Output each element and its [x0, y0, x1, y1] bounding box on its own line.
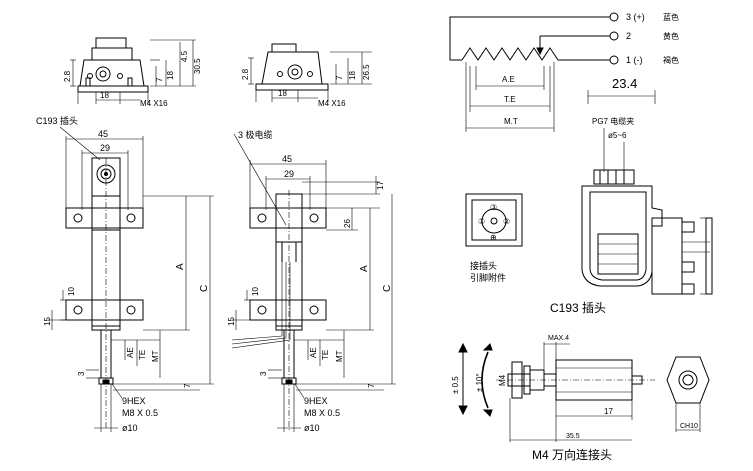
pin-2-num: 2: [626, 31, 631, 41]
socket-pin-1: ①: [478, 217, 485, 226]
mid-dim-7: 7: [367, 383, 376, 388]
mid-dim-10: 10: [251, 287, 260, 296]
top-left-dim-a: 7: [155, 77, 164, 82]
top-mid-dim-height: 2.8: [241, 68, 250, 80]
joint-caption: M4 万向连接头: [532, 447, 612, 462]
left-dim-45: 45: [98, 129, 108, 139]
left-dim-29: 29: [100, 143, 110, 153]
left-dim-15: 15: [43, 317, 52, 326]
pin-3-color: 蓝色: [663, 12, 679, 22]
circuit-dim-MT: M.T: [504, 117, 518, 126]
mid-dim-45: 45: [282, 154, 292, 164]
left-thread: M8 X 0.5: [122, 408, 158, 418]
left-dim-AE: AE: [126, 347, 135, 358]
left-dim-TE: TE: [138, 350, 147, 360]
mid-rod: ø10: [304, 423, 320, 433]
joint-len17: 17: [604, 407, 613, 416]
mid-dim-MT: MT: [335, 350, 344, 362]
plug-caption: C193 插头: [550, 301, 606, 315]
top-mid-view: 18 M4 X16 2.8 7 18 26.5: [241, 43, 372, 108]
mid-dim-26: 26: [343, 219, 352, 228]
left-dim-7: 7: [183, 383, 192, 388]
top-left-dim-b: 18: [166, 71, 175, 80]
mid-dim-29: 29: [284, 169, 294, 179]
pin-1-color: 褐色: [663, 55, 679, 65]
socket-pin-view: ① ② ③ ⊕ 接插头 引脚附件: [465, 193, 523, 283]
top-mid-dim-b: 18: [348, 71, 357, 80]
top-mid-screw: M4 X16: [318, 99, 346, 108]
plug-width: 23.4: [612, 76, 637, 91]
mid-cable-label: 3 极电缆: [238, 129, 273, 140]
left-dim-10: 10: [67, 287, 76, 296]
mid-hex: 9HEX: [304, 396, 328, 406]
socket-pin-ground: ⊕: [490, 233, 497, 242]
plug-detail: 23.4 PG7 电缆夹 ø5~6 C193 插头: [550, 76, 713, 315]
mid-dim-17: 17: [376, 181, 385, 190]
mid-dim-A: A: [359, 265, 370, 272]
pin-1-num: 1 (-): [626, 55, 643, 65]
mid-dim-C: C: [382, 285, 393, 292]
socket-label-1: 接插头: [470, 260, 497, 271]
wiring-schematic: 3 (+) 蓝色 2 黄色 1 (-) 褐色 A.E T.E M.T: [449, 12, 679, 132]
joint-rot-a: ± 0.5: [451, 376, 460, 394]
plug-gland: PG7 电缆夹: [592, 116, 634, 126]
socket-pin-2: ②: [503, 217, 510, 226]
left-dim-3: 3: [77, 371, 86, 376]
circuit-dim-AE: A.E: [502, 75, 515, 84]
left-dim-MT: MT: [151, 350, 160, 362]
joint-thread: M4: [498, 374, 507, 386]
top-left-screw: M4 X16: [140, 99, 168, 108]
top-left-dim-width: 18: [100, 91, 109, 100]
top-left-view: 18 M4 X16 2.8 7 18 4.5 30.5: [63, 37, 202, 108]
universal-joint: ± 0.5 ± 10° M4 17 35.5 MAX.4 CH10: [451, 335, 710, 462]
mid-dim-TE: TE: [321, 350, 330, 360]
mid-thread: M8 X 0.5: [304, 408, 340, 418]
left-transducer-view: C193 插头 45 29: [36, 115, 214, 433]
joint-hex: CH10: [680, 423, 698, 430]
mid-dim-3: 3: [259, 371, 268, 376]
mid-dim-15: 15: [227, 317, 236, 326]
plug-cable-dia: ø5~6: [608, 131, 627, 140]
left-connector-label: C193 插头: [36, 115, 78, 126]
mid-dim-AE: AE: [309, 347, 318, 358]
socket-pin-3: ③: [490, 203, 497, 212]
left-dim-A: A: [175, 263, 186, 270]
joint-rot-b: ± 10°: [475, 373, 484, 392]
top-mid-dim-width: 18: [278, 89, 287, 98]
joint-len35: 35.5: [566, 433, 580, 440]
top-left-dim-c: 4.5: [180, 50, 189, 62]
pin-2-color: 黄色: [663, 31, 679, 41]
mid-transducer-view: 3 极电缆 45 29 1: [227, 129, 396, 433]
top-mid-dim-c: 26.5: [362, 64, 371, 80]
circuit-dim-TE: T.E: [504, 95, 516, 104]
socket-label-2: 引脚附件: [470, 272, 506, 283]
left-rod: ø10: [122, 423, 138, 433]
top-left-dim-d: 30.5: [193, 58, 202, 74]
top-left-dim-height: 2.8: [63, 70, 72, 82]
joint-maxa: MAX.4: [548, 335, 569, 342]
pin-3-num: 3 (+): [626, 12, 645, 22]
left-hex: 9HEX: [122, 396, 146, 406]
left-dim-C: C: [199, 285, 210, 292]
top-mid-dim-a: 7: [335, 75, 344, 80]
